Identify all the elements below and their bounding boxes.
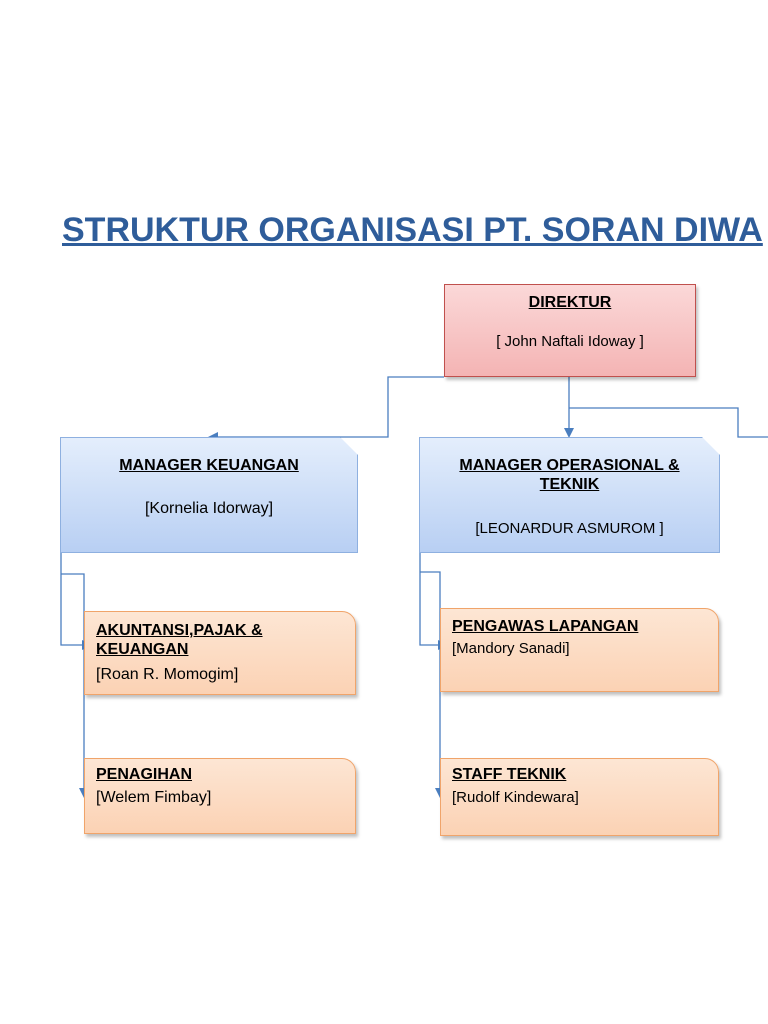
staff-teknik-box: STAFF TEKNIK [Rudolf Kindewara] bbox=[440, 758, 719, 836]
director-role: DIREKTUR bbox=[528, 294, 612, 311]
director-box: DIREKTUR [ John Naftali Idoway ] bbox=[444, 284, 696, 377]
connector-keuangan-penagihan bbox=[61, 573, 89, 798]
staff-akuntansi-role: AKUNTANSI,PAJAK & KEUANGAN bbox=[96, 622, 263, 658]
page-title: STRUKTUR ORGANISASI PT. SORAN DIWA bbox=[62, 211, 763, 249]
staff-pengawas-name: [Mandory Sanadi] bbox=[452, 640, 570, 657]
connector-operasional-pengawas bbox=[419, 553, 448, 650]
manager-operasional-name: [LEONARDUR ASMUROM ] bbox=[475, 520, 664, 537]
staff-teknik-role: STAFF TEKNIK bbox=[452, 766, 567, 783]
staff-akuntansi-box: AKUNTANSI,PAJAK & KEUANGAN [Roan R. Momo… bbox=[84, 611, 356, 695]
connector-keuangan-akuntansi bbox=[60, 553, 92, 650]
staff-penagihan-name: [Welem Fimbay] bbox=[96, 789, 212, 806]
manager-keuangan-role: MANAGER KEUANGAN bbox=[119, 457, 299, 474]
manager-operasional-role: MANAGER OPERASIONAL & TEKNIK bbox=[459, 457, 680, 493]
manager-keuangan-name: [Kornelia Idorway] bbox=[144, 500, 274, 517]
staff-penagihan-role: PENAGIHAN bbox=[96, 766, 193, 783]
connector-director-manager-keuangan bbox=[208, 376, 444, 442]
staff-penagihan-box: PENAGIHAN [Welem Fimbay] bbox=[84, 758, 356, 834]
staff-akuntansi-name: [Roan R. Momogim] bbox=[96, 666, 239, 683]
connector-operasional-staff-teknik bbox=[420, 571, 445, 798]
connector-director-offpage bbox=[569, 407, 768, 438]
staff-pengawas-box: PENGAWAS LAPANGAN [Mandory Sanadi] bbox=[440, 608, 719, 692]
manager-operasional-box: MANAGER OPERASIONAL & TEKNIK [LEONARDUR … bbox=[419, 437, 720, 553]
director-name: [ John Naftali Idoway ] bbox=[496, 333, 644, 350]
staff-teknik-name: [Rudolf Kindewara] bbox=[452, 789, 579, 806]
manager-keuangan-box: MANAGER KEUANGAN [Kornelia Idorway] bbox=[60, 437, 358, 553]
staff-pengawas-role: PENGAWAS LAPANGAN bbox=[452, 618, 639, 635]
